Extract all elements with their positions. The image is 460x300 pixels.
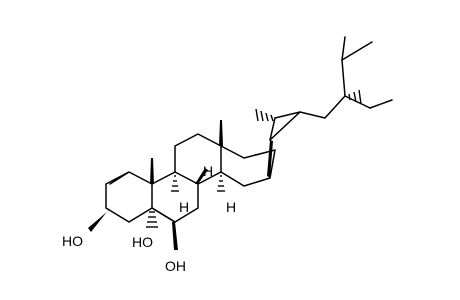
wedge-bonds: [88, 120, 273, 250]
c20-methyl-hash-2: [265, 112, 269, 122]
c6-hydroxyl-label: OH: [165, 258, 186, 274]
side-chain: [269, 41, 373, 141]
c20-methyl-hash-3: [260, 110, 264, 122]
ring-b: [151, 171, 199, 223]
ring-a: [105, 171, 153, 223]
ring-c: [174, 133, 222, 185]
side-chain-ethyl: [344, 95, 371, 109]
c20-c22-bond: [274, 111, 301, 119]
side-chain-ethyl-end: [369, 99, 393, 109]
c24-ethyl-hash-3: [358, 89, 362, 105]
c14-hydrogen-label: H: [226, 199, 236, 215]
c5-c6-bond: [151, 207, 176, 223]
c20-methyl-hash-1: [270, 114, 274, 122]
c10-methyl-wedge: [150, 158, 154, 184]
ring-d: [220, 145, 276, 187]
skeleton-bonds: [105, 36, 393, 223]
c8-hydrogen-label: H: [203, 163, 213, 179]
hash-bonds: [146, 89, 362, 228]
c3-hydroxyl-label: HO: [62, 233, 83, 249]
c13-methyl-wedge: [219, 120, 223, 146]
c20-methyl-hash-4: [255, 108, 259, 122]
c17-c20-bond: [269, 117, 276, 141]
side-chain-branch-methyl: [341, 36, 346, 61]
c3-oh-wedge: [88, 208, 110, 232]
c24-ethyl-hash-1: [348, 93, 351, 101]
c8-h-wedge: [195, 168, 208, 184]
c5-hydroxyl-label: HO: [132, 234, 153, 250]
c24-ethyl-hash-2: [353, 91, 357, 103]
c6-oh-wedge: [172, 222, 178, 250]
c17-side-chain-wedge: [267, 140, 273, 178]
c9-hydrogen-label: H: [179, 199, 189, 215]
